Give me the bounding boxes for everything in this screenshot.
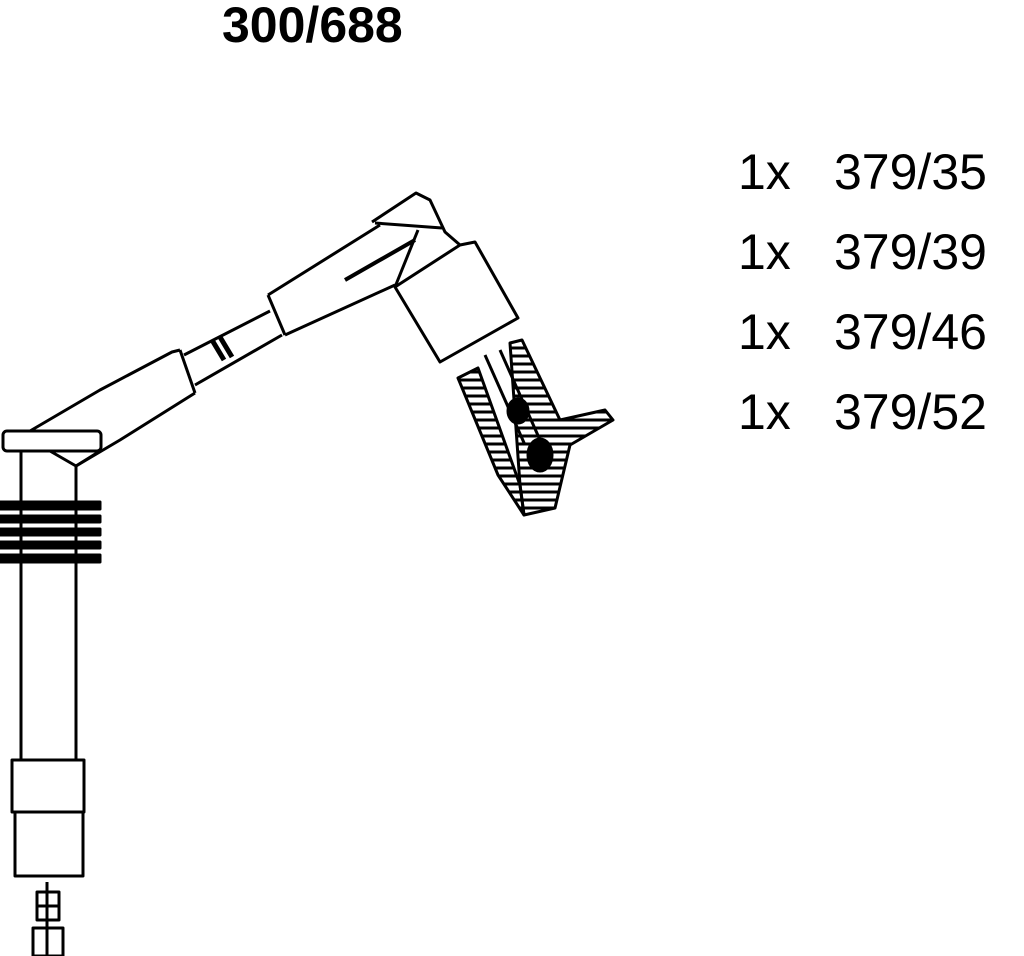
part-code: 379/39 (834, 224, 987, 280)
part-row: 1x 379/52 (738, 380, 987, 460)
part-code: 379/35 (834, 144, 987, 200)
parts-list: 1x 379/35 1x 379/39 1x 379/46 1x 379/52 (738, 140, 987, 460)
spark-plug-section (456, 338, 615, 517)
part-code: 379/46 (834, 304, 987, 360)
part-code: 379/52 (834, 384, 987, 440)
coil-boot-straight (0, 429, 103, 956)
ignition-cable (29, 223, 396, 468)
part-row: 1x 379/35 (738, 140, 987, 220)
part-qty: 1x (738, 384, 791, 440)
kit-number-title: 300/688 (222, 0, 403, 53)
part-row: 1x 379/39 (738, 220, 987, 300)
part-row: 1x 379/46 (738, 300, 987, 380)
part-qty: 1x (738, 304, 791, 360)
spark-plug-boot-angled (344, 191, 520, 364)
part-qty: 1x (738, 224, 791, 280)
part-qty: 1x (738, 144, 791, 200)
